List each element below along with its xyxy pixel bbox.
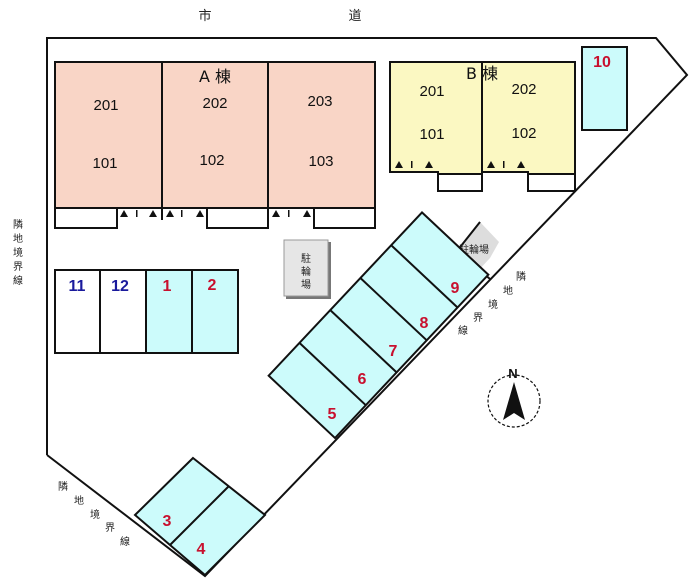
bicycle-parking: 駐 輪 場 [283, 239, 331, 299]
parking-row-west: 11 12 1 2 [54, 269, 239, 354]
parking-label: 4 [197, 541, 206, 558]
building-b: B 棟 201 202 101 102 [389, 61, 576, 192]
parking-label: 12 [111, 278, 129, 295]
unit-label: 203 [307, 93, 332, 110]
parking-space-10: 10 [581, 46, 628, 131]
unit-label: 201 [419, 83, 444, 100]
boundary-label-char: 線 [120, 535, 130, 548]
parking-label: 11 [69, 278, 86, 295]
building-a-title: A 棟 [199, 67, 231, 86]
boundary-label-char: 線 [13, 274, 23, 287]
boundary-label-char: 境 [90, 508, 100, 521]
boundary-label-char: 界 [473, 312, 483, 324]
road-label-char: 市 [198, 8, 211, 24]
parking-label: 1 [163, 278, 172, 295]
boundary-label-east: 隣 地 境 界 線 [458, 270, 526, 337]
parking-label: 7 [389, 343, 398, 360]
bicycle-parking-label: 駐輪場 [459, 243, 489, 256]
unit-label: 103 [308, 153, 333, 170]
entrance-markers [395, 161, 525, 168]
boundary-label-char: 地 [13, 232, 23, 245]
parking-label: 6 [358, 371, 367, 388]
unit-label: 102 [199, 152, 224, 169]
unit-label: 201 [93, 97, 118, 114]
boundary-label-char: 界 [13, 261, 23, 273]
unit-label: 101 [419, 126, 444, 143]
parking-label: 3 [163, 513, 172, 530]
building-b-title: B 棟 [466, 64, 498, 83]
boundary-label-char: 界 [105, 522, 115, 534]
parking-label: 8 [420, 315, 429, 332]
parking-label: 5 [328, 406, 337, 423]
boundary-label-west: 隣 地 境 界 線 [13, 218, 23, 287]
boundary-label-char: 隣 [58, 480, 68, 493]
boundary-label-char: 境 [13, 246, 23, 259]
unit-label: 102 [511, 125, 536, 142]
north-compass-icon: N [487, 366, 541, 428]
site-boundary [46, 37, 689, 578]
boundary-label-char: 地 [74, 494, 84, 507]
parking-row-diagonal [267, 211, 490, 440]
road-label-char: 道 [348, 9, 361, 24]
parking-row-south [133, 456, 267, 577]
boundary-label-char: 線 [458, 324, 468, 337]
parking-label: 2 [208, 277, 217, 294]
building-a: A 棟 201 202 203 101 102 103 [54, 61, 376, 229]
entrance-markers [120, 210, 311, 217]
unit-label: 202 [511, 81, 536, 98]
bicycle-parking-char: 駐 [301, 252, 311, 265]
parking-label: 10 [593, 54, 611, 71]
boundary-label-char: 地 [503, 284, 513, 297]
unit-label: 101 [92, 155, 117, 172]
boundary-label-southwest: 隣 地 境 界 線 [58, 480, 130, 548]
north-label: N [508, 366, 517, 381]
parking-label: 9 [451, 280, 460, 297]
bicycle-parking-char: 場 [301, 278, 311, 291]
boundary-label-char: 隣 [13, 218, 23, 231]
unit-label: 202 [202, 95, 227, 112]
boundary-label-char: 隣 [516, 270, 526, 283]
bicycle-parking-char: 輪 [301, 265, 311, 278]
boundary-label-char: 境 [488, 298, 498, 311]
